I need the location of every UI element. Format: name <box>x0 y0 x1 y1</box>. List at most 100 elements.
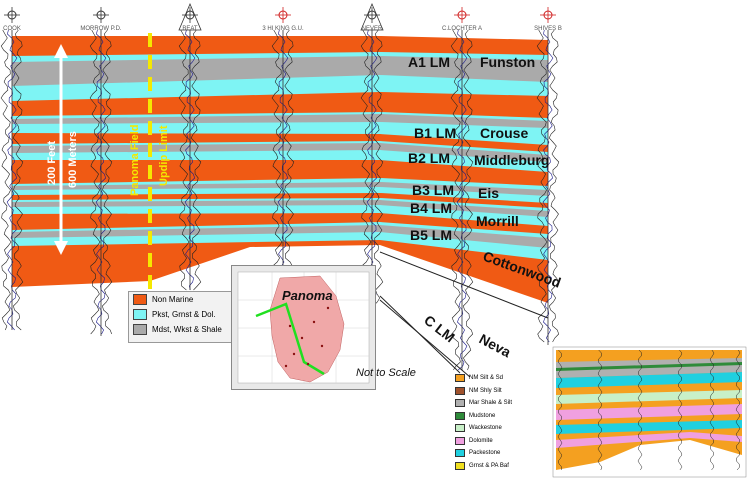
scale-meters-label: 600 Meters <box>67 131 79 188</box>
band-a1-grey <box>12 56 548 86</box>
panoma-field-outline <box>269 275 345 383</box>
inset-legend-item: Packestone <box>455 447 553 460</box>
neva-lower-line <box>379 299 471 378</box>
well-symbol-icon: MORROW P.D. <box>80 7 122 32</box>
band-b2-grey <box>12 143 548 162</box>
inset-legend-item: Grnst & PA Baf <box>455 460 553 473</box>
legend-item-non-marine: Non Marine <box>129 292 233 307</box>
legend-label: Pkst, Grnst & Dol. <box>152 310 216 319</box>
field-limit-line2: Updip Limit <box>158 125 170 186</box>
inset-well-log <box>735 349 741 471</box>
legend-label: Mudstone <box>469 412 496 419</box>
legend-label: Mdst, Wkst & Shale <box>152 325 222 334</box>
legend-swatch <box>133 324 147 335</box>
well-symbol-icon: COOK <box>3 7 21 32</box>
legend-item-pkst: Pkst, Grnst & Dol. <box>129 307 233 322</box>
legend-label: Dolomite <box>469 437 493 444</box>
legend-swatch <box>455 461 465 470</box>
member-label-b5: B5 LM <box>410 227 452 243</box>
member-label-b3: B3 LM <box>412 182 454 198</box>
formation-label-funston: Funston <box>480 54 535 70</box>
well-name-label: BEAT <box>182 26 198 32</box>
marine-bands <box>12 52 548 260</box>
legend-swatch <box>455 411 465 420</box>
field-limit: Panoma Field Updip Limit <box>129 33 170 290</box>
legend-swatch <box>455 399 465 408</box>
inset-legend-item: Mar Shale & Silt <box>455 397 553 410</box>
well-name-label: NEVER <box>362 26 383 32</box>
legend-swatch <box>455 386 465 395</box>
cross-section-line <box>255 302 325 376</box>
map-graphic <box>237 271 370 384</box>
well-name-label: COOK <box>3 26 21 32</box>
formation-label-middleburg: Middleburg <box>474 152 549 168</box>
member-label-b4: B4 LM <box>410 200 452 216</box>
well-log <box>89 29 113 336</box>
member-label-a1: A1 LM <box>408 54 450 70</box>
inset-legend-item: NM Silt & Sd <box>455 372 553 385</box>
inset-well-log <box>597 349 603 471</box>
well-logs <box>0 29 560 371</box>
formation-label-crouse: Crouse <box>480 125 528 141</box>
legend-label: Wackestone <box>469 425 502 432</box>
legend-swatch <box>133 294 147 305</box>
inset-cross-section <box>552 346 747 478</box>
inset-legend-item: Wackestone <box>455 422 553 435</box>
band-b4-grey <box>12 200 548 217</box>
neva-contact-line <box>379 251 549 319</box>
well-symbols: COOK MORROW P.D. BEAT 3 HI KING G.U. NEVER C.… <box>3 2 562 32</box>
well-symbol-icon: NEVER <box>360 2 384 32</box>
formation-label-eis: Eis <box>478 185 499 201</box>
legend-label: NM Silt & Sd <box>469 375 504 382</box>
well-log <box>360 29 384 311</box>
well-log <box>536 29 560 345</box>
formation-label-morrill: Morrill <box>476 213 519 229</box>
well-log <box>271 29 295 272</box>
well-symbol-icon: SHIVES B <box>534 7 562 32</box>
not-to-scale-note: Not to Scale <box>356 367 416 379</box>
well-name-label: MORROW P.D. <box>80 26 122 32</box>
well-log <box>178 29 202 291</box>
inset-well-log <box>677 349 683 471</box>
lithology-legend: Non Marine Pkst, Grnst & Dol. Mdst, Wkst… <box>128 291 234 343</box>
map-title: Panoma <box>282 288 333 303</box>
legend-label: Non Marine <box>152 295 194 304</box>
legend-item-mdst: Mdst, Wkst & Shale <box>129 322 233 337</box>
well-symbol-icon: BEAT <box>178 2 202 32</box>
field-limit-line1: Panoma Field <box>129 124 141 196</box>
inset-well-log <box>637 349 643 471</box>
member-labels: A1 LM B1 LM B2 LM B3 LM B4 LM B5 LM C LM <box>408 54 458 345</box>
inset-legend: NM Silt & Sd NM Shly Silt Mar Shale & Si… <box>455 372 553 482</box>
scale-bar: 200 Feet 600 Meters <box>46 44 79 255</box>
legend-label: Packestone <box>469 450 501 457</box>
well-name-label: 3 HI KING G.U. <box>262 26 304 32</box>
inset-legend-item: NM Shly Silt <box>455 385 553 398</box>
legend-label: NM Shly Silt <box>469 387 502 394</box>
well-name-label: SHIVES B <box>534 26 562 32</box>
legend-swatch <box>455 436 465 445</box>
member-label-b2: B2 LM <box>408 150 450 166</box>
legend-label: Mar Shale & Silt <box>469 400 513 407</box>
well-symbol-icon: C.LOCHTER A <box>442 7 482 32</box>
inset-legend-item: Mudstone <box>455 410 553 423</box>
legend-swatch <box>133 309 147 320</box>
legend-swatch <box>455 449 465 458</box>
formation-label-neva: Neva <box>477 331 514 361</box>
inset-legend-item: Dolomite <box>455 435 553 448</box>
well-log <box>450 29 474 371</box>
well-symbol-icon: 3 HI KING G.U. <box>262 7 304 32</box>
legend-swatch <box>455 374 465 383</box>
inset-well-log <box>557 349 563 471</box>
scale-feet-label: 200 Feet <box>46 141 58 185</box>
legend-swatch <box>455 424 465 433</box>
legend-label: Grnst & PA Baf <box>469 462 509 469</box>
inset-wells <box>557 349 741 471</box>
band-b3-grey <box>12 182 548 196</box>
well-log <box>0 29 24 331</box>
inset-well-log <box>709 349 715 471</box>
well-name-label: C.LOCHTER A <box>442 26 482 32</box>
member-label-b1: B1 LM <box>414 125 456 141</box>
location-map: Panoma <box>231 265 376 390</box>
band-b5-grey <box>12 225 548 248</box>
